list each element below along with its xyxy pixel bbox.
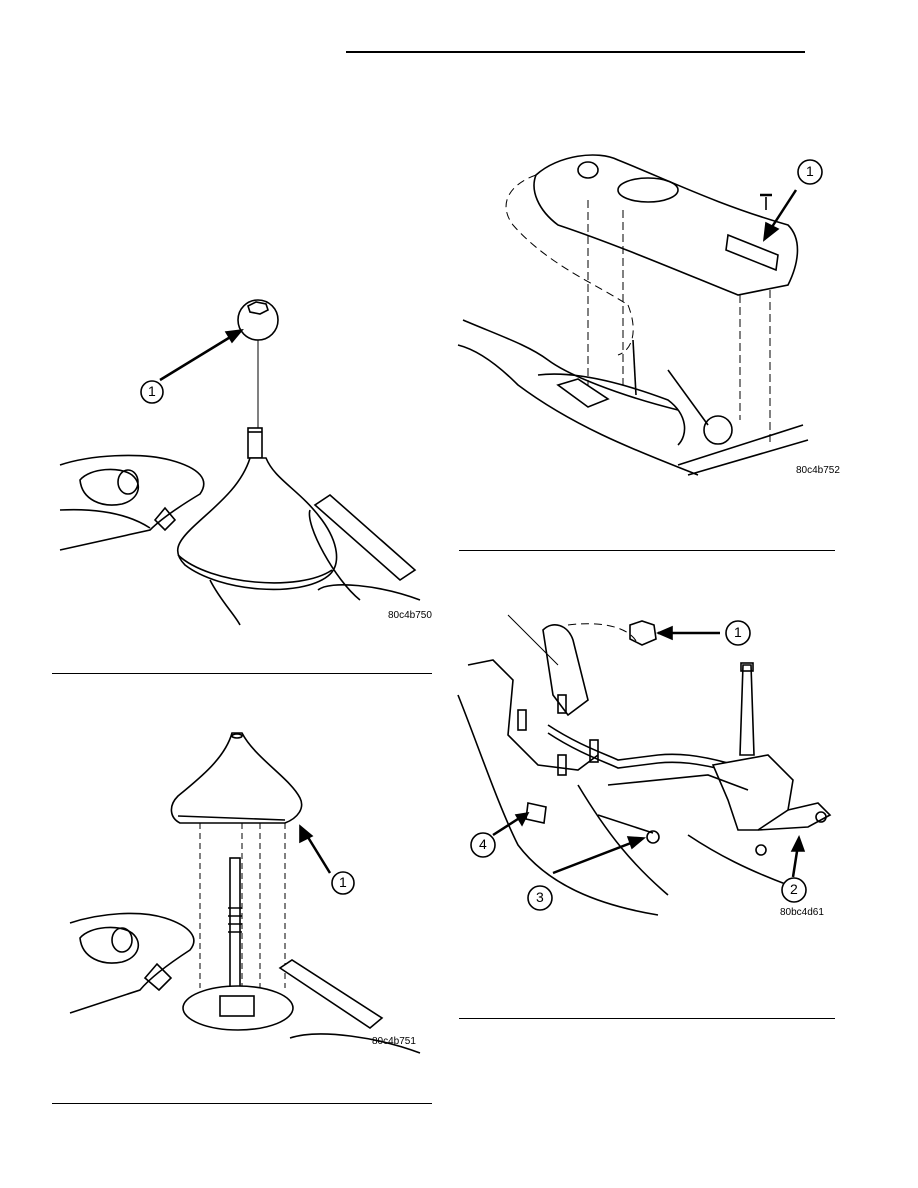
console-illustration: [457, 154, 823, 476]
shift-boot-illustration: [69, 732, 421, 1054]
figure-console: 1 80c4b752: [457, 145, 840, 480]
callout-3: 3: [536, 889, 544, 905]
figure-reference-code: 80bc4d61: [780, 907, 824, 918]
callout-4: 4: [479, 836, 487, 852]
section-rule: [52, 673, 432, 674]
header-rule: [346, 51, 805, 53]
figure-shift-knob: 1 80c4b750: [59, 280, 440, 630]
figure-shifter-assembly: 1 4 3 2 80bc4d61: [457, 605, 838, 935]
figure-reference-code: 80c4b750: [388, 610, 432, 621]
figure-reference-code: 80c4b751: [372, 1036, 416, 1047]
callout-2: 2: [790, 881, 798, 897]
section-rule: [52, 1103, 432, 1104]
shifter-assembly-illustration: [457, 614, 832, 916]
section-rule: [459, 1018, 835, 1019]
shift-knob-illustration: [59, 299, 421, 626]
callout-1: 1: [339, 874, 347, 890]
callout-1: 1: [806, 163, 814, 179]
figure-shift-boot: 1 80c4b751: [60, 728, 440, 1058]
callout-1: 1: [148, 383, 156, 399]
section-rule: [459, 550, 835, 551]
callout-1: 1: [734, 624, 742, 640]
figure-reference-code: 80c4b752: [796, 465, 840, 476]
